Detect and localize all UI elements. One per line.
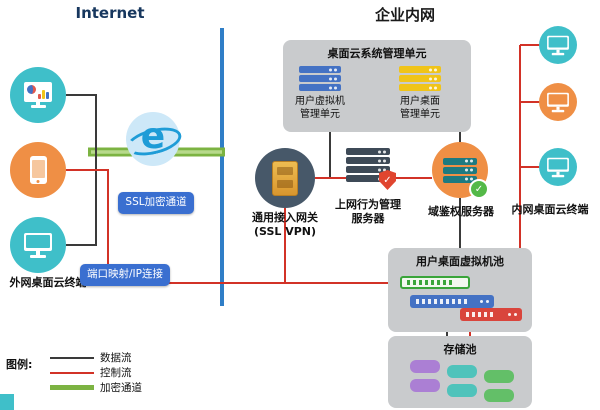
vm-pool-box: 用户桌面虚拟机池 (388, 248, 532, 332)
monitor-icon (547, 157, 569, 177)
desktop-management-server-icon (399, 66, 441, 91)
desktop-unit-label-line2: 管理单元 (400, 108, 440, 120)
external-mobile-terminal (10, 142, 66, 198)
zone-divider-line (220, 28, 224, 306)
security-shield-icon (379, 170, 396, 190)
external-desktop-terminal (10, 217, 66, 273)
control-flow-line-sample (50, 371, 94, 374)
encrypted-channel-line-sample (50, 385, 94, 390)
auth-server-node (432, 142, 489, 199)
auth-server-icon (443, 157, 477, 183)
behavior-server-label-line1: 上网行为管理 (335, 198, 401, 211)
legend-item-label: 数据流 (100, 352, 132, 364)
gateway-label-line1: 通用接入网关 (252, 211, 318, 224)
behavior-server-label-line2: 服务器 (351, 211, 385, 225)
gateway-door-icon (272, 160, 298, 196)
gateway-label-line2: (SSL VPN) (253, 224, 317, 238)
behavior-server-label: 上网行为管理 服务器 (326, 198, 410, 226)
external-dashboard-terminal (10, 67, 66, 123)
storage-block-teal (447, 384, 477, 397)
vm-management-server-icon (299, 66, 341, 91)
storage-pool-box: 存储池 (388, 336, 532, 408)
legend: 图例: 数据流 控制流 加密通道 (6, 350, 142, 395)
intranet-zone-title: 企业内网 (374, 6, 435, 24)
ie-browser-node: e (123, 112, 185, 166)
check-badge-icon (469, 179, 489, 199)
auth-server-label: 域鉴权服务器 (428, 205, 494, 218)
legend-item-label: 控制流 (100, 367, 132, 379)
legend-item-label: 加密通道 (100, 382, 142, 394)
gateway-label: 通用接入网关 (SSL VPN) (240, 211, 330, 239)
ssl-channel-badge: SSL加密通道 (118, 192, 194, 214)
smartphone-icon (29, 156, 47, 184)
storage-block-teal (447, 365, 477, 378)
vm-panel-blue (410, 295, 494, 308)
storage-block-purple (410, 360, 440, 373)
behavior-server-icon (346, 148, 390, 182)
vm-panel-red (460, 308, 522, 321)
vm-unit-label: 用户虚拟机 管理单元 (285, 96, 355, 121)
storage-pool-title: 存储池 (443, 343, 477, 356)
corner-accent-square (0, 394, 14, 410)
storage-block-purple (410, 379, 440, 392)
control-flow-line (66, 169, 109, 283)
storage-block-green (484, 389, 514, 402)
behavior-server-node (346, 148, 396, 190)
legend-item-encrypted: 加密通道 (50, 380, 142, 395)
dashboard-chart-icon (24, 82, 52, 108)
storage-block-green (484, 370, 514, 383)
desktop-unit-label-line1: 用户桌面 (400, 96, 440, 107)
monitor-icon (547, 92, 569, 112)
external-terminal-label: 外网桌面云终端 (9, 276, 87, 289)
legend-item-control: 控制流 (50, 365, 142, 380)
monitor-icon (24, 232, 52, 258)
vm-unit-label-line1: 用户虚拟机 (295, 96, 345, 107)
internet-zone-title: Internet (75, 4, 145, 22)
management-box-title: 桌面云系统管理单元 (327, 47, 427, 60)
port-mapping-badge: 端口映射/IP连接 (80, 264, 170, 286)
legend-title: 图例: (6, 358, 33, 371)
control-flow-line (520, 44, 540, 168)
vm-panel-green (400, 276, 470, 289)
intranet-terminal-1 (539, 26, 577, 64)
vm-pool-title: 用户桌面虚拟机池 (416, 255, 504, 268)
intranet-terminal-label: 内网桌面云终端 (511, 203, 589, 216)
legend-item-data: 数据流 (50, 350, 142, 365)
monitor-icon (547, 35, 569, 55)
intranet-terminal-3 (539, 148, 577, 186)
management-unit-box: 桌面云系统管理单元 用户虚拟机 管理单元 用户桌面 管理单元 (283, 40, 471, 132)
vm-unit-label-line2: 管理单元 (300, 108, 340, 120)
desktop-unit-label: 用户桌面 管理单元 (385, 96, 455, 121)
data-flow-line-sample (50, 356, 94, 359)
ssl-vpn-gateway-node (255, 148, 315, 208)
ie-browser-icon: e (140, 116, 166, 157)
intranet-terminal-2 (539, 83, 577, 121)
